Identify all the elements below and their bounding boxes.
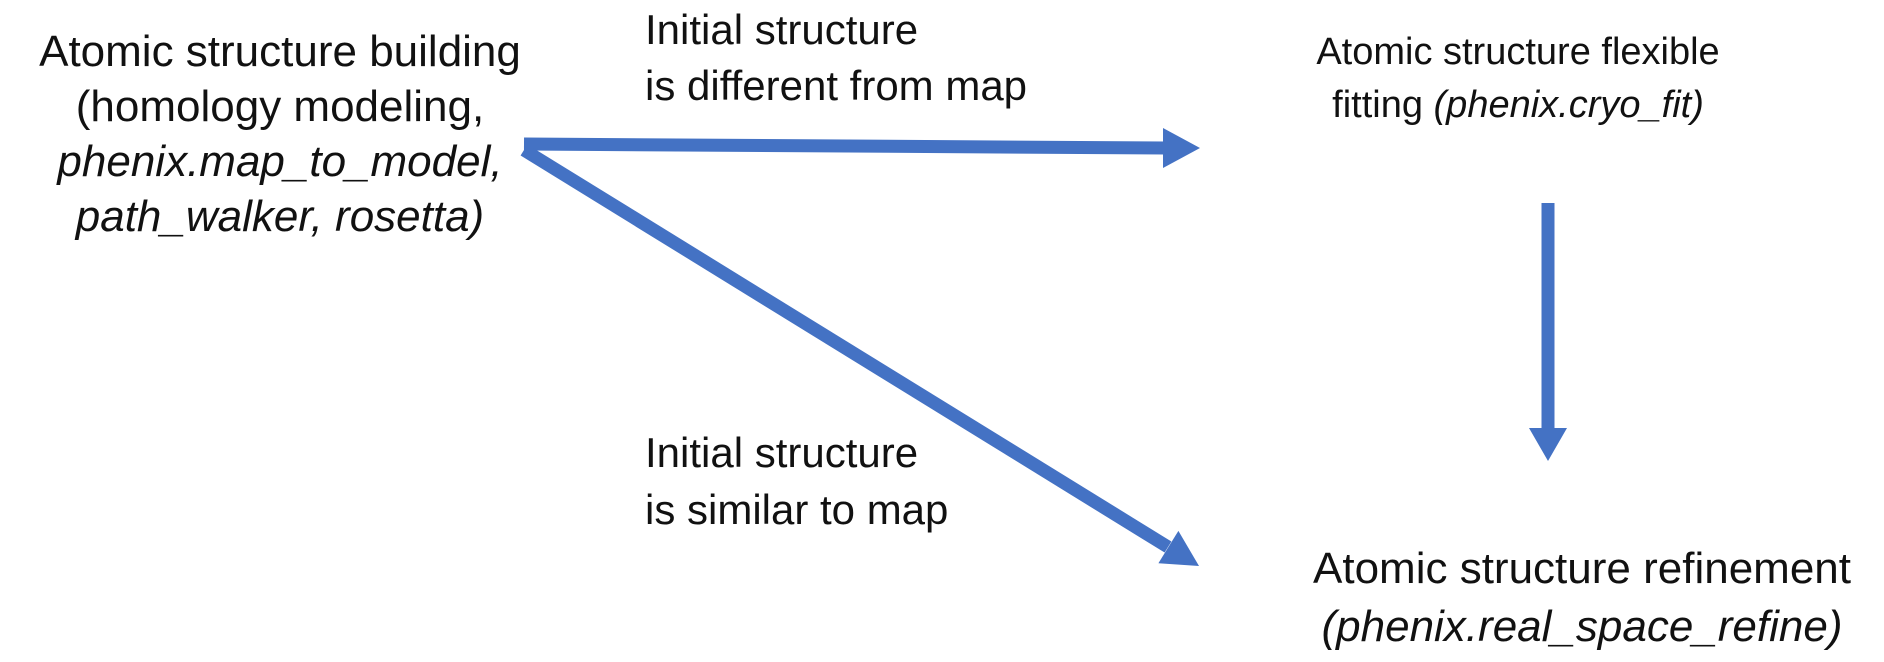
refinement-line-2: (phenix.real_space_refine) [1321, 602, 1843, 651]
arrow-fitting-to-refinement-head [1529, 428, 1567, 461]
arrow-building-to-fitting-head [1163, 128, 1200, 168]
building-line-2: (homology modeling, [75, 82, 485, 131]
building-line-4: path_walker, rosetta) [75, 192, 485, 241]
edge-label-different-from-map: Initial structure is different from map [645, 2, 1027, 114]
refinement-line-1: Atomic structure refinement [1313, 544, 1851, 593]
fitting-line-2-prefix: fitting [1332, 84, 1434, 126]
node-atomic-structure-refinement: Atomic structure refinement (phenix.real… [1282, 540, 1882, 656]
different-line-1: Initial structure [645, 6, 919, 53]
fitting-line-2-tool: (phenix.cryo_fit) [1433, 84, 1704, 126]
similar-line-2: is similar to map [645, 486, 949, 533]
node-atomic-structure-building: Atomic structure building (homology mode… [0, 24, 570, 244]
node-atomic-structure-flexible-fitting: Atomic structure flexible fitting (pheni… [1218, 26, 1818, 132]
building-line-1: Atomic structure building [39, 27, 521, 76]
fitting-line-1: Atomic structure flexible [1316, 31, 1720, 73]
arrow-building-to-fitting-shaft [523, 137, 1167, 155]
edge-label-similar-to-map: Initial structure is similar to map [645, 424, 948, 538]
arrow-fitting-to-refinement [1529, 203, 1567, 461]
different-line-2: is different from map [645, 62, 1028, 109]
arrow-building-to-fitting [523, 128, 1200, 168]
arrow-building-to-refinement-head [1158, 530, 1199, 566]
building-line-3: phenix.map_to_model, [57, 137, 503, 186]
fitting-line-2: fitting (phenix.cryo_fit) [1218, 79, 1818, 132]
similar-line-1: Initial structure [645, 429, 919, 476]
